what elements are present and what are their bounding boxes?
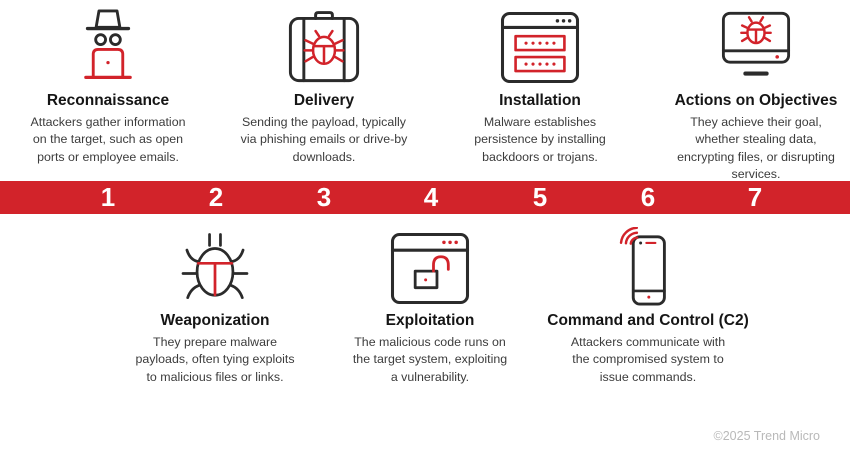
bug-icon (95, 226, 335, 310)
stage-description: Attackers communicate with the compromis… (570, 335, 726, 384)
stage-description: They achieve their goal, whether stealin… (677, 115, 835, 182)
stage-description: Malware establishes persistence by insta… (474, 115, 606, 164)
stage-exploitation: Exploitation The malicious code runs on … (310, 226, 550, 386)
stage-description: They prepare malware payloads, often tyi… (135, 335, 295, 384)
stage-title: Weaponization (160, 312, 270, 329)
stage-command-and-control: Command and Control (C2) Attackers commu… (528, 226, 768, 386)
step-number-7: 7 (747, 182, 763, 212)
kill-chain-step-banner: 1 2 3 4 5 6 7 (0, 181, 850, 214)
stage-weaponization: Weaponization They prepare malware paylo… (95, 226, 335, 386)
stage-actions-on-objectives: Actions on Objectives They achieve their… (651, 4, 850, 183)
stage-description: The malicious code runs on the target sy… (352, 335, 508, 384)
stage-title: Exploitation (385, 312, 475, 329)
window-unlocked-padlock-icon (310, 226, 550, 310)
stage-title: Reconnaissance (46, 92, 170, 109)
step-number-1: 1 (100, 182, 116, 212)
stage-title: Command and Control (C2) (547, 312, 749, 329)
step-number-2: 2 (208, 182, 224, 212)
stage-title: Delivery (293, 92, 355, 109)
stage-installation: Installation Malware establishes persist… (435, 4, 645, 166)
step-number-3: 3 (316, 182, 332, 212)
stage-title: Actions on Objectives (674, 92, 838, 109)
phone-signal-icon (528, 226, 768, 310)
briefcase-bug-icon (219, 4, 429, 90)
stage-title: Installation (499, 92, 581, 109)
stage-delivery: Delivery Sending the payload, typically … (219, 4, 429, 166)
step-number-5: 5 (532, 182, 548, 212)
spy-hat-laptop-icon (3, 4, 213, 90)
copyright-text: ©2025 Trend Micro (713, 429, 820, 443)
step-number-6: 6 (640, 182, 656, 212)
monitor-bug-icon (651, 4, 850, 90)
stage-reconnaissance: Reconnaissance Attackers gather informat… (3, 4, 213, 166)
step-number-4: 4 (423, 182, 439, 212)
window-password-fields-icon (435, 4, 645, 90)
stage-description: Attackers gather information on the targ… (30, 115, 186, 164)
stage-description: Sending the payload, typically via phish… (240, 115, 408, 164)
